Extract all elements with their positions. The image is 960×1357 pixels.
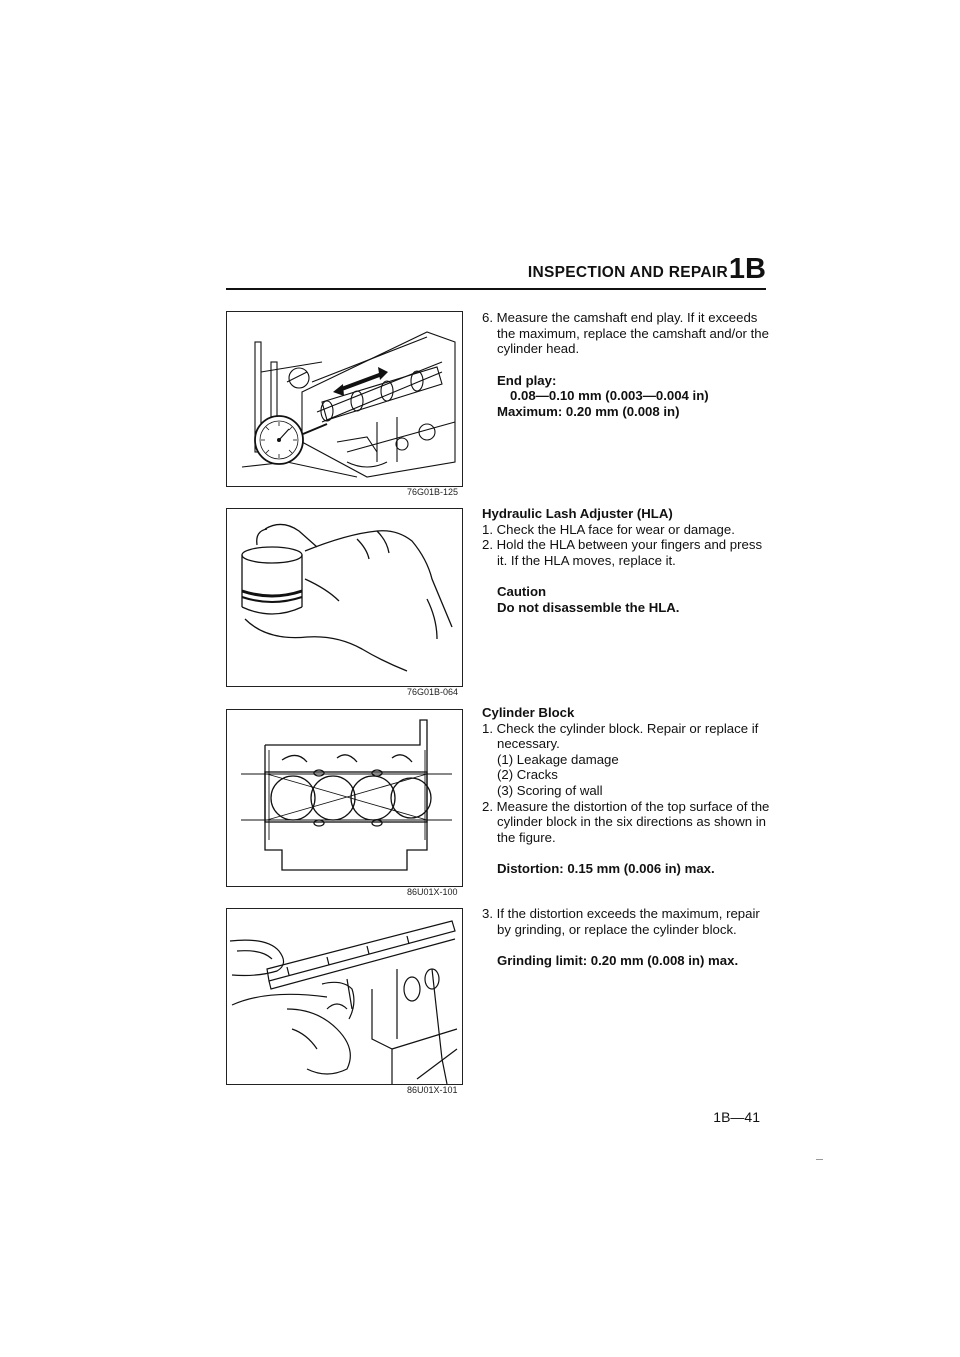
end-play-label: End play: xyxy=(497,372,557,388)
hla-heading: Hydraulic Lash Adjuster (HLA) xyxy=(482,506,673,521)
end-play-maximum: Maximum: 0.20 mm (0.008 in) xyxy=(497,403,680,419)
cylinder-block-figure xyxy=(226,709,463,887)
camshaft-end-play-figure xyxy=(226,311,463,487)
cylinder-block-section: Cylinder Block 1. Check the cylinder blo… xyxy=(482,705,770,877)
header-title: INSPECTION AND REPAIR xyxy=(527,264,728,281)
hla-step-2: 2. Hold the HLA between your fingers and… xyxy=(482,537,763,568)
check-item-cracks: (2) Cracks xyxy=(497,767,558,783)
camshaft-end-play-section: 6. Measure the camshaft end play. If it … xyxy=(482,310,770,420)
figure-code: 76G01B-064 xyxy=(407,687,459,697)
cylinder-block-step-2: 2. Measure the distortion of the top sur… xyxy=(482,798,770,845)
check-item-leakage: (1) Leakage damage xyxy=(497,751,619,767)
figure-code: 86U01X-101 xyxy=(407,1085,458,1095)
figure-code: 76G01B-125 xyxy=(407,487,459,497)
end-play-value: 0.08—0.10 mm (0.003—0.004 in) xyxy=(510,388,709,404)
page-header: INSPECTION AND REPAIR 1B xyxy=(226,254,766,290)
hla-section: Hydraulic Lash Adjuster (HLA) 1. Check t… xyxy=(482,506,770,616)
straightedge-feeler-gauge-illustration xyxy=(229,920,458,1084)
page-mark xyxy=(816,1159,823,1160)
cylinder-block-step-1: 1. Check the cylinder block. Repair or r… xyxy=(482,720,759,752)
hla-step-1: 1. Check the HLA face for wear or damage… xyxy=(482,521,735,537)
hla-fingers-illustration xyxy=(241,523,453,672)
hla-figure xyxy=(226,508,463,687)
grinding-figure xyxy=(226,908,463,1085)
distortion-spec: Distortion: 0.15 mm (0.006 in) max. xyxy=(497,861,715,877)
cylinder-block-step-3: 3. If the distortion exceeds the maximum… xyxy=(482,906,760,937)
check-item-scoring: (3) Scoring of wall xyxy=(497,782,603,798)
figure-code: 86U01X-100 xyxy=(407,887,458,897)
section-code: 1B xyxy=(728,253,766,285)
caution-text: Do not disassemble the HLA. xyxy=(497,599,680,615)
camshaft-dial-gauge-illustration xyxy=(241,331,456,478)
cylinder-block-top-illustration xyxy=(241,719,452,871)
camshaft-step-6: 6. Measure the camshaft end play. If it … xyxy=(482,310,769,357)
grinding-section: 3. If the distortion exceeds the maximum… xyxy=(482,906,770,969)
cylinder-block-heading: Cylinder Block xyxy=(482,705,575,720)
caution-label: Caution xyxy=(497,584,547,600)
grinding-limit-spec: Grinding limit: 0.20 mm (0.008 in) max. xyxy=(497,953,739,969)
page-number: 1B—41 xyxy=(713,1109,760,1125)
